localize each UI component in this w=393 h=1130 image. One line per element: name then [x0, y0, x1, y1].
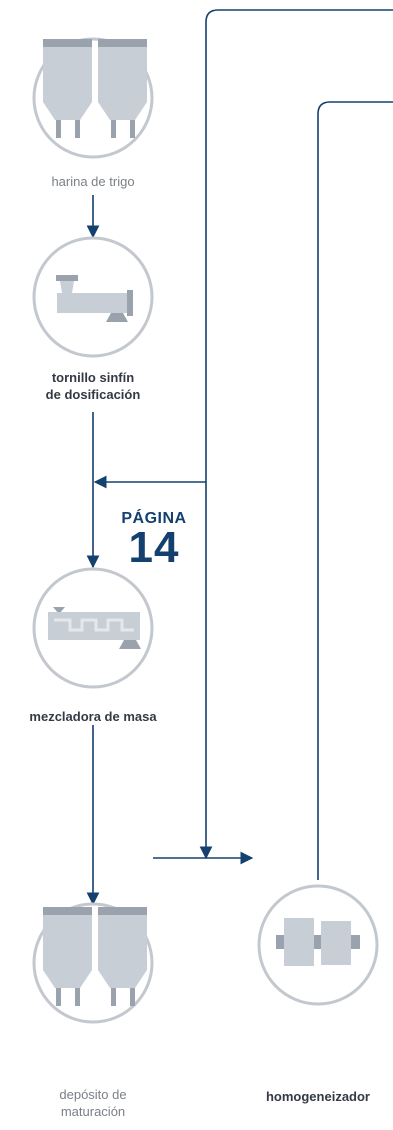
homogenizer-label: homogeneizador — [265, 1089, 370, 1104]
flow-line-second-feed — [317, 101, 393, 880]
dough-mixer-label: mezcladora de masa — [29, 709, 157, 724]
silo-icon — [43, 39, 147, 138]
page-reference-number: 14 — [128, 523, 180, 572]
maturation-tank-label-line2: maturación — [60, 1104, 126, 1119]
homogenizer-icon — [276, 918, 360, 966]
maturation-tank-label-line1: depósito de — [59, 1087, 127, 1102]
dough-mixer-icon — [48, 607, 141, 649]
screw-conveyor-label-line1: tornillo sinfín — [51, 370, 135, 385]
silo-icon — [43, 907, 147, 1006]
screw-conveyor-node — [32, 236, 154, 358]
dough-mixer-node — [32, 567, 154, 689]
page-reference-word: PÁGINA — [121, 510, 187, 527]
flour-silo-node — [32, 37, 154, 159]
flour-label: harina de trigo — [51, 174, 135, 189]
homogenizer-node — [257, 884, 379, 1006]
screw-conveyor-icon — [56, 275, 133, 322]
maturation-tank-node — [32, 902, 154, 1024]
page-reference-link[interactable]: PÁGINA 14 — [114, 510, 194, 572]
maturation-tank-label: depósito de maturación — [13, 1086, 173, 1120]
screw-conveyor-label-line2: de dosificación — [45, 387, 141, 402]
flow-line-top-feed — [199, 9, 393, 860]
screw-conveyor-label: tornillo sinfín de dosificación — [13, 369, 173, 403]
